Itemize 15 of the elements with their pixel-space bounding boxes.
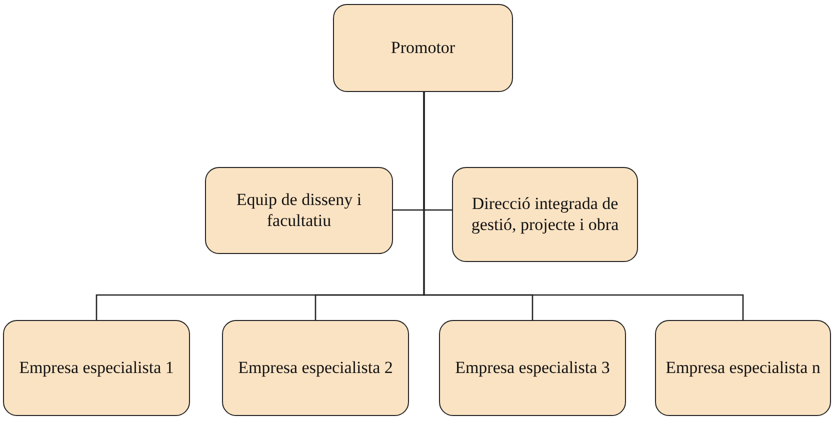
box-label: Empresa especialista n [666, 358, 820, 378]
box-label: Equip de disseny i facultatiu [235, 190, 363, 231]
box-label: Empresa especialista 2 [238, 358, 393, 378]
box-label: Empresa especialista 1 [19, 358, 174, 378]
org-box [452, 167, 638, 262]
org-box [205, 167, 393, 254]
org-box [439, 320, 626, 416]
box-label: Empresa especialista 3 [455, 358, 610, 378]
org-box [655, 320, 831, 416]
connector-line [423, 92, 744, 320]
org-box [3, 320, 190, 416]
box-label: Direcció integrada de gestió, projecte i obra [470, 194, 620, 235]
org-box [333, 4, 513, 92]
box-label: Promotor [390, 38, 456, 58]
org-box [222, 320, 409, 416]
